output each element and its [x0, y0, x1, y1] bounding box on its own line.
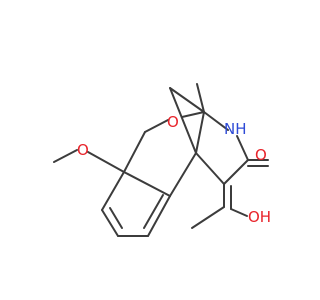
bond-bridgehead — [195, 111, 205, 154]
bond-ring-2 — [101, 171, 125, 211]
bond-OMe-methyl — [53, 149, 78, 163]
bond-alkene-bridgehead — [195, 152, 225, 185]
bond-ring-5b — [143, 194, 164, 229]
carbonyl-oxygen-label: O — [255, 146, 267, 164]
bond-O-bridgeC — [181, 111, 205, 118]
bond-vinyl-OH — [230, 208, 248, 217]
bonds — [53, 83, 269, 237]
hydroxy-oxygen-label: OH — [248, 208, 271, 226]
bond-N-C — [236, 135, 249, 161]
bond-carbonyl-alkene — [223, 159, 249, 185]
bond-bridge-top-2 — [169, 87, 197, 154]
bond-C-N — [203, 111, 229, 131]
structure-svg: O O NH O OH — [53, 83, 271, 237]
bond-ring-5 — [147, 195, 171, 237]
bond-ring-3b — [109, 207, 123, 229]
amide-nitrogen-label: NH — [224, 120, 247, 138]
bond-bridge-top-1 — [169, 87, 205, 113]
molecule-diagram: O O NH O OH — [53, 83, 271, 237]
bond-aryl-O — [144, 119, 169, 133]
bond-ring-1 — [123, 131, 146, 173]
methoxy-oxygen-label: O — [77, 141, 89, 159]
bond-methyl — [196, 83, 205, 113]
bond-ring-6 — [123, 171, 171, 197]
bond-bridgehead-arene — [169, 152, 197, 197]
bond-vinyl-methyl — [191, 206, 225, 229]
bond-ring-3 — [101, 209, 119, 237]
bond-arene-OMe — [87, 151, 125, 173]
ring-oxygen-label: O — [167, 113, 179, 131]
atom-labels: O O NH O OH — [77, 113, 271, 226]
